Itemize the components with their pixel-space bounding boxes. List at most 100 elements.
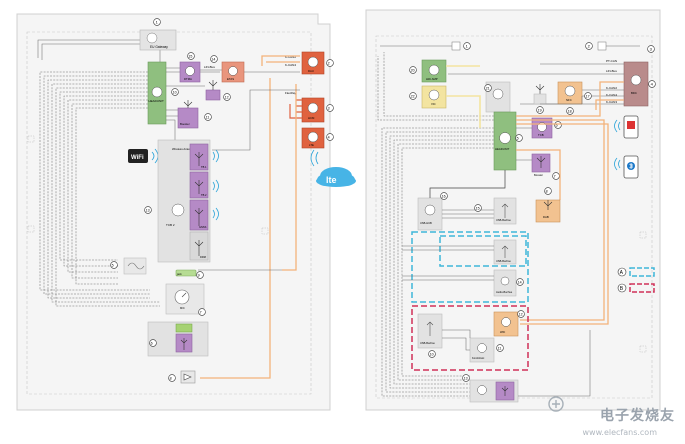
tcb-icon xyxy=(171,203,185,217)
callout-10-right: 10 xyxy=(430,353,434,357)
callout-22-right: 22 xyxy=(411,95,415,99)
callout-15-left: 15 xyxy=(188,55,192,59)
callout-13-right: 13 xyxy=(464,377,468,381)
callout-6-right: 6 xyxy=(556,124,558,128)
legend-b-swatch xyxy=(629,283,655,293)
bottom-left-devices: 5 jack 9 MIC 7 6 8 xyxy=(110,257,209,384)
box-13-label: ETAS xyxy=(227,77,234,81)
headunit-right-icon xyxy=(499,132,511,144)
lte-box-1-label: DAU xyxy=(308,69,314,73)
kombi-icon xyxy=(477,343,487,353)
watermark-logo xyxy=(548,396,564,412)
wireless-label: Wireless Antenna xyxy=(172,147,194,151)
right-panel: 1 2 3 BDC 4 PT-CAN LIN-Bus K-CAN2 K-CAN4… xyxy=(365,9,661,411)
callout-3-left: 3 xyxy=(328,107,330,111)
vic-icon xyxy=(428,89,440,101)
bottom-right-block-icon xyxy=(477,385,487,395)
audio-socket-icon xyxy=(500,276,510,286)
usb-box-label: USB-Buchse xyxy=(420,341,435,345)
dab-label: DAB xyxy=(543,215,549,219)
legend: A B xyxy=(617,267,655,293)
kcan2-label-right: K-CAN2 xyxy=(606,86,617,90)
phone-bt-waves-icon xyxy=(614,157,621,171)
usb-hub-label: USB-HUB xyxy=(420,221,432,225)
flexray-label-left: FlexRay xyxy=(285,91,297,95)
bdc-icon xyxy=(630,74,642,86)
lte-waves-icon xyxy=(310,149,319,167)
callout-7-left: 7 xyxy=(200,311,202,315)
tcb-cell-1: TB 1 xyxy=(201,165,207,169)
antenna-12-icon xyxy=(208,80,218,90)
wifi-box-label: WiFi xyxy=(500,330,506,334)
booster-left-antenna-icon xyxy=(183,100,193,108)
legend-a-label: A xyxy=(620,270,624,276)
callout-1-left-num: 1 xyxy=(156,20,159,25)
callout-15-right: 15 xyxy=(476,207,480,211)
bottom-right-antenna-icon xyxy=(501,386,509,396)
mic-unit-label: MIC xyxy=(180,306,185,310)
callout-11-right: 11 xyxy=(498,347,502,351)
box-14-icon xyxy=(185,66,195,76)
headunit-left-icon xyxy=(151,86,163,98)
headunit-right-label: HEADUNIT xyxy=(495,147,510,151)
callout-16-right: 16 xyxy=(442,195,446,199)
callout-6-left: 6 xyxy=(151,342,153,346)
nfc-label: NFC xyxy=(566,98,572,102)
callout-8-left: 8 xyxy=(170,377,172,381)
callout-14-left: 14 xyxy=(211,58,215,62)
lin-label-left: LIN-Bus xyxy=(204,65,215,69)
callout-19-right: 19 xyxy=(538,109,542,113)
top-device-1 xyxy=(451,41,461,51)
callout-12-left: 12 xyxy=(225,96,229,100)
kombi-label: Kombiinstr. xyxy=(472,356,485,360)
headunit-left-label: HEADUNIT xyxy=(149,99,165,103)
ptcan-label: PT-CAN xyxy=(606,59,617,63)
callout-2-right: 2 xyxy=(588,44,591,49)
callout-13-left: 13 xyxy=(146,209,150,213)
kcan4-label-right: K-CAN4 xyxy=(606,93,617,97)
lte-box-2-label: HCM xyxy=(308,116,315,120)
bottom-module-antenna-icon xyxy=(180,338,188,350)
usb-box-icon xyxy=(426,321,434,336)
legend-a-swatch xyxy=(629,267,655,277)
usb-socket-1-icon xyxy=(501,203,509,218)
bdc-label: BDC xyxy=(631,91,637,95)
callout-1-right: 1 xyxy=(466,44,469,49)
callout-9-left: 9 xyxy=(198,274,200,278)
tcb-cell-4: DRM xyxy=(200,255,206,259)
antenna-19 xyxy=(533,93,547,105)
kcan-label-left: K-CAN2 xyxy=(285,55,296,59)
callout-5-right: 5 xyxy=(517,137,519,141)
callout-7-right: 7 xyxy=(554,175,556,179)
jack-label: jack xyxy=(176,272,182,276)
callout-18-right: 18 xyxy=(568,110,572,114)
tcb-label: TCB 2 xyxy=(166,223,175,227)
usb-hub-icon xyxy=(424,204,436,216)
phones-right xyxy=(614,115,639,179)
callout-5-left: 5 xyxy=(112,264,114,268)
vic-label: VIC xyxy=(431,102,436,106)
wifi-phone-left: WiFi xyxy=(128,148,159,164)
jack-plug xyxy=(175,269,197,277)
block-21-icon xyxy=(492,88,504,100)
callout-10-left-num: 10 xyxy=(173,91,177,95)
legend-b-label: B xyxy=(620,286,624,292)
tcb-stack: Wireless Antenna TCB 2 13 TB 1 TB 2 GNSS… xyxy=(144,139,219,263)
play-icon xyxy=(183,373,192,381)
mic-wave-icon xyxy=(127,262,145,270)
watermark-text: 电子发烧友 xyxy=(600,408,675,424)
kcan3-label-right: K-CAN3 xyxy=(606,100,617,104)
callout-3-right: 3 xyxy=(650,47,653,52)
lte-box-2-icon xyxy=(307,102,319,114)
tcb-cell-2: TB 2 xyxy=(201,193,207,197)
watermark-url: www.elecfans.com xyxy=(582,428,658,437)
gateway-icon xyxy=(146,32,158,44)
bottom-module-tag xyxy=(175,323,193,333)
tcb-right-icon xyxy=(537,122,547,132)
lte-cloud: lte xyxy=(310,149,356,187)
callout-8-right: 8 xyxy=(546,190,548,194)
box-14-label: DTMA xyxy=(184,77,192,81)
svg-text:WiFi: WiFi xyxy=(131,155,144,161)
usb-hub xyxy=(417,197,443,231)
